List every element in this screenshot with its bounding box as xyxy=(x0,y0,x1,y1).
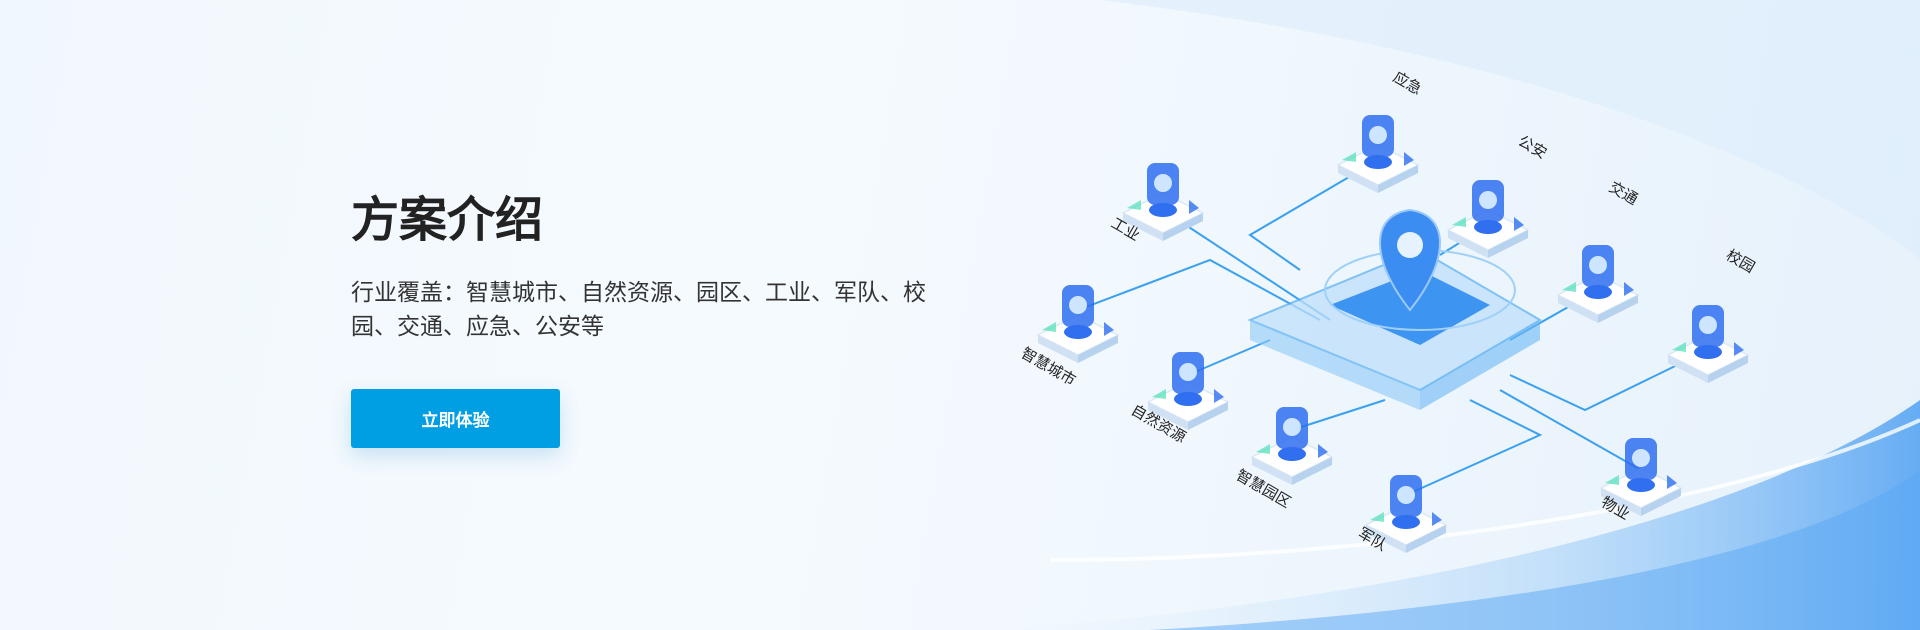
node-label: 校园 xyxy=(1723,246,1758,277)
dashboard-icon xyxy=(1276,407,1308,461)
connector-line xyxy=(1248,159,1379,271)
connector-line xyxy=(1509,349,1709,412)
building-icon xyxy=(1062,285,1094,339)
node-target[interactable]: 应急 xyxy=(1336,68,1425,193)
industry-coverage-text: 行业覆盖：智慧城市、自然资源、园区、工业、军队、校园、交通、应急、公安等 xyxy=(351,280,926,340)
node-resources[interactable]: 自然资源 xyxy=(1128,352,1230,446)
node-box[interactable]: 工业 xyxy=(1108,163,1205,244)
target-icon xyxy=(1362,115,1394,169)
node-label: 应急 xyxy=(1390,68,1425,99)
drone-icon xyxy=(1390,475,1422,529)
node-globe[interactable]: 交通 xyxy=(1556,178,1641,323)
globe-icon xyxy=(1582,245,1614,299)
try-now-button[interactable]: 立即体验 xyxy=(351,389,560,448)
connector-line xyxy=(1405,399,1543,496)
police-avatar-icon xyxy=(1472,180,1504,234)
node-label: 交通 xyxy=(1606,178,1641,209)
connector-line xyxy=(1499,389,1642,471)
box-icon xyxy=(1147,163,1179,217)
node-drone[interactable]: 军队 xyxy=(1355,475,1448,554)
book-icon xyxy=(1692,305,1724,359)
page-title: 方案介绍 xyxy=(351,192,544,248)
face-scan-icon xyxy=(1625,438,1657,492)
node-face-scan[interactable]: 物业 xyxy=(1598,438,1683,523)
intro-section: 方案介绍 行业覆盖：智慧城市、自然资源、园区、工业、军队、校园、交通、应急、公安… xyxy=(351,190,971,344)
center-platform xyxy=(1247,208,1542,410)
node-book[interactable]: 校园 xyxy=(1666,246,1758,383)
node-label: 公安 xyxy=(1515,132,1550,163)
connector-line xyxy=(1077,258,1321,321)
resources-icon xyxy=(1172,352,1204,406)
node-police-avatar[interactable]: 公安 xyxy=(1446,132,1550,258)
location-pin-icon xyxy=(1379,208,1441,312)
